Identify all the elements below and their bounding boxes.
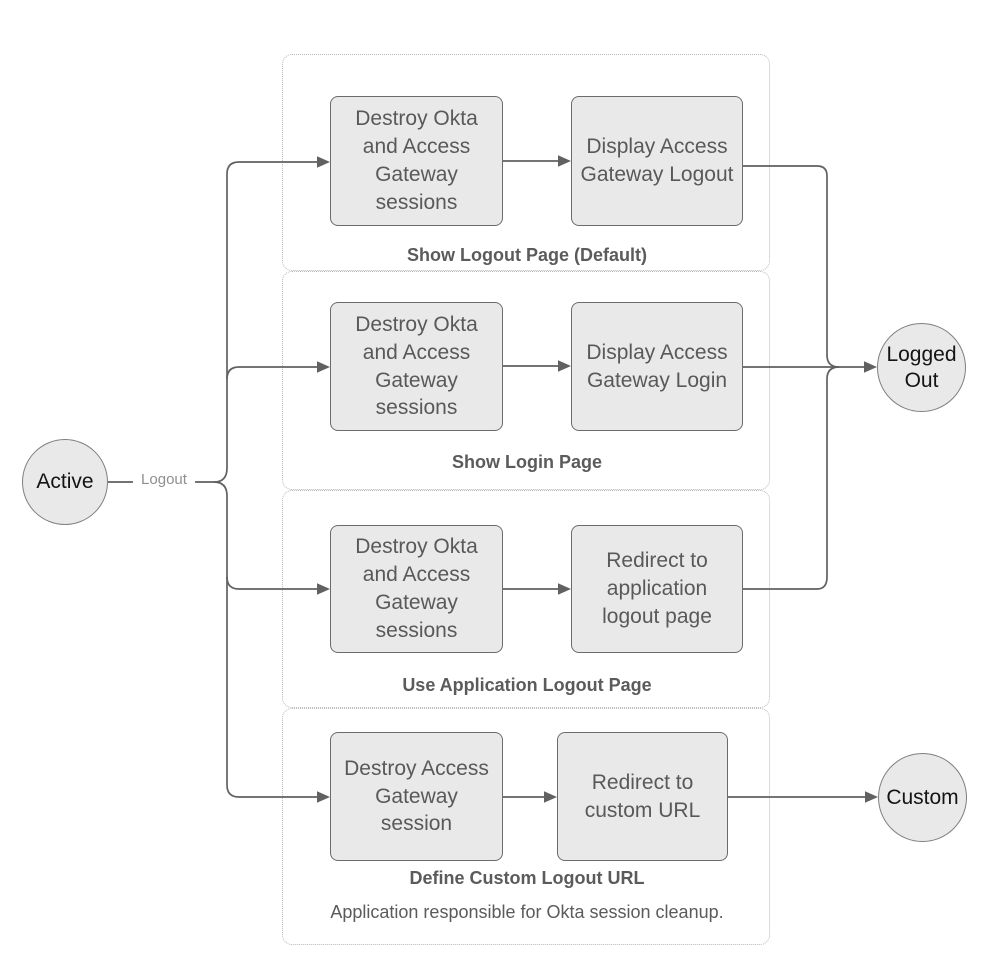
step-destroy-okta-ag-sessions-3: Destroy Okta and Access Gateway sessions bbox=[330, 525, 503, 653]
state-custom: Custom bbox=[878, 753, 967, 842]
step-redirect-custom-url: Redirect to custom URL bbox=[557, 732, 728, 861]
step-destroy-okta-ag-sessions-2: Destroy Okta and Access Gateway sessions bbox=[330, 302, 503, 431]
lane-label-show-login-page: Show Login Page bbox=[451, 452, 602, 472]
lane-label-show-logout-page: Show Logout Page (Default) bbox=[407, 245, 647, 265]
okta-session-cleanup-note: Application responsible for Okta session… bbox=[330, 902, 724, 922]
step-display-ag-logout: Display Access Gateway Logout bbox=[571, 96, 743, 226]
state-active: Active bbox=[22, 439, 108, 525]
step-destroy-ag-session: Destroy Access Gateway session bbox=[330, 732, 503, 861]
step-redirect-application-logout-page: Redirect to application logout page bbox=[571, 525, 743, 653]
step-display-ag-login: Display Access Gateway Login bbox=[571, 302, 743, 431]
state-logged-out: Logged Out bbox=[877, 323, 966, 412]
step-destroy-okta-ag-sessions-1: Destroy Okta and Access Gateway sessions bbox=[330, 96, 503, 226]
lane-label-use-application-logout-page: Use Application Logout Page bbox=[402, 675, 652, 695]
logout-edge-label: Logout bbox=[133, 471, 195, 488]
lane-label-define-custom-logout-url: Define Custom Logout URL bbox=[409, 868, 645, 888]
